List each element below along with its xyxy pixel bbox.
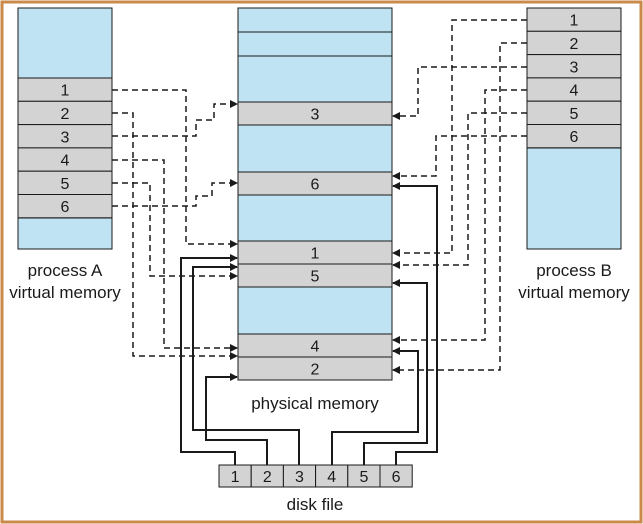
physical-memory-seg-1 (237, 7, 393, 33)
mapping-b3-to-frame-3 (392, 66, 527, 120)
process-b-page-2-label: 2 (570, 36, 579, 53)
process-b-page-5-label: 5 (570, 106, 579, 123)
disk-block-1-to-frame-1 (180, 254, 238, 465)
process-a-page-1-label: 1 (61, 83, 70, 100)
mapping-a2-to-frame-2 (112, 112, 238, 360)
process-b-caption-line1: process B (536, 261, 612, 280)
process-a-page-3-label: 3 (61, 129, 70, 146)
physical-frame-6-label: 2 (311, 362, 320, 379)
process-b-page-3-label: 3 (570, 59, 579, 76)
physical-memory-caption: physical memory (251, 394, 379, 413)
disk-file-caption: disk file (287, 495, 344, 514)
physical-memory-seg-4 (237, 124, 393, 173)
mapping-b6-to-frame-6 (392, 135, 527, 180)
physical-memory-seg-3 (237, 55, 393, 103)
process-b-bottom-area (526, 147, 622, 250)
disk-block-3-to-frame-3 (192, 263, 300, 465)
physical-frame-4 (237, 263, 393, 288)
disk-to-memory-links (180, 182, 438, 465)
process-b-page-1-label: 1 (570, 13, 579, 30)
process-a-top-area (17, 7, 113, 79)
disk-block-1-label: 1 (231, 469, 240, 486)
disk-block-5-label: 5 (359, 469, 368, 486)
disk-file: 1 2 3 4 5 6 disk file (218, 464, 413, 514)
process-a-caption-line2: virtual memory (9, 283, 121, 302)
physical-frame-2-label: 6 (311, 177, 320, 194)
disk-block-4-to-frame-4 (331, 347, 419, 465)
process-a-page-4-label: 4 (61, 153, 70, 170)
process-a-caption-line1: process A (28, 261, 103, 280)
mapping-a6-to-frame-6 (112, 179, 238, 207)
mapping-a5-to-frame-5 (112, 182, 238, 280)
process-b-mappings (392, 19, 527, 374)
disk-block-2-label: 2 (263, 469, 272, 486)
physical-memory-seg-2 (237, 31, 393, 57)
mapping-b2-to-frame-2 (392, 42, 527, 374)
mapping-a1-to-frame-1 (112, 89, 238, 248)
process-a-virtual-memory: 1 2 3 4 5 6 process A virtual memory (9, 7, 121, 302)
process-a-bottom-area (17, 217, 113, 250)
physical-memory: 3 6 1 5 4 2 physical memory (237, 7, 393, 413)
physical-memory-seg-5 (237, 194, 393, 242)
mapping-a4-to-frame-4 (112, 159, 238, 352)
disk-block-2-to-frame-2 (205, 373, 268, 465)
disk-block-6-label: 6 (392, 469, 401, 486)
disk-block-6-to-frame-6 (392, 182, 438, 465)
physical-memory-seg-6 (237, 286, 393, 335)
disk-block-4-label: 4 (327, 469, 336, 486)
physical-frame-3-label: 1 (311, 246, 320, 263)
process-b-caption-line2: virtual memory (518, 283, 630, 302)
disk-block-5-to-frame-5 (363, 279, 428, 465)
process-a-page-5-label: 5 (61, 176, 70, 193)
physical-frame-5-label: 4 (311, 339, 320, 356)
process-b-page-6-label: 6 (570, 129, 579, 146)
mapping-b4-to-frame-4 (392, 89, 527, 344)
physical-frame-4-label: 5 (311, 269, 320, 286)
disk-block-3-label: 3 (295, 469, 304, 486)
process-b-page-4-label: 4 (570, 83, 579, 100)
mapping-a3-to-frame-3 (112, 100, 238, 137)
process-a-page-6-label: 6 (61, 199, 70, 216)
process-a-page-2-label: 2 (61, 106, 70, 123)
process-a-mappings (112, 89, 238, 360)
physical-frame-1-label: 3 (311, 107, 320, 124)
mapping-b5-to-frame-5 (392, 112, 527, 269)
process-b-virtual-memory: 1 2 3 4 5 6 process B virtual memory (518, 7, 630, 302)
